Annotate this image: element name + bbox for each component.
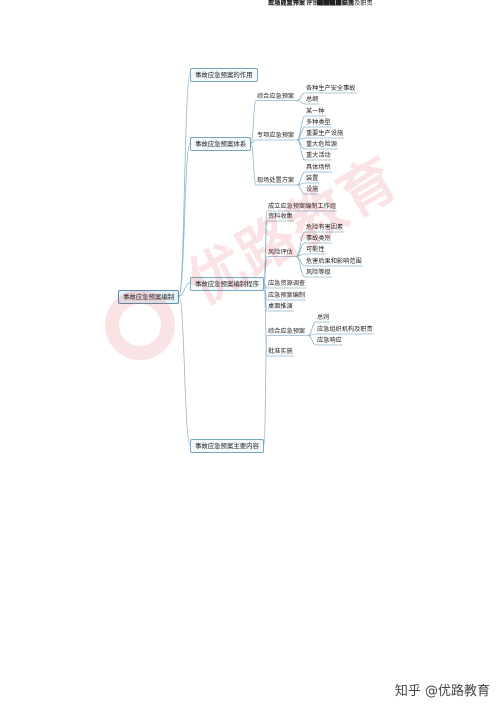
subbranch-node: 成立应急预案编制工作组 (268, 203, 337, 210)
connector-subbranch-leaf (307, 321, 317, 336)
subbranch-node: 应急预案评审 (268, 0, 306, 7)
leaf-node: 应急处置 (317, 0, 342, 7)
connector-root-branch (178, 73, 191, 297)
leaf-node: 应急响应 (317, 337, 342, 344)
leaf-node: 重大活动 (306, 152, 331, 159)
leaf-node: 总则 (317, 314, 330, 321)
leaf-node: 后期处置 (317, 0, 342, 7)
subbranch-node: 应急资源调查 (268, 280, 306, 287)
subbranch-node: 现场处置方案 (257, 177, 295, 184)
connector-root-branch (178, 282, 191, 297)
leaf-node: 总纲 (306, 96, 319, 103)
leaf-node: 各种生产安全事故 (306, 85, 356, 92)
subbranch-node: 桌面推演 (268, 303, 293, 310)
leaf-node: 事故类别 (306, 235, 331, 242)
leaf-node: 可能性 (306, 246, 325, 253)
leaf-node: 应急保障 (317, 0, 342, 7)
subbranch-node: 专项应急预案 (257, 132, 295, 139)
connector-subbranch-leaf (295, 256, 306, 278)
connector-branch-subbranch (250, 142, 257, 186)
leaf-node: 应急组织机构及职责 (317, 326, 373, 333)
connector-branch-subbranch (263, 282, 268, 357)
connector-subbranch-leaf (296, 139, 306, 161)
leaf-node: 装置 (306, 175, 319, 182)
leaf-node: 危害后果和影响范围 (306, 258, 362, 265)
connector-root-branch (178, 295, 191, 446)
leaf-node: 事故风险描述 (317, 0, 355, 7)
branch-node: 事故应急预案的作用 (190, 68, 258, 82)
leaf-node: 应急保障 (317, 0, 342, 7)
leaf-node: 多种类型 (306, 119, 331, 126)
subbranch-node: 风险评估 (268, 248, 293, 256)
leaf-node: 评审内容 (306, 0, 331, 7)
subbranch-node: 现场处置方案 (268, 0, 306, 7)
leaf-node: 应急组织机构及职责 (317, 0, 373, 7)
connector-branch-subbranch (263, 256, 268, 284)
branch-node: 事故应急预案编制程序 (190, 277, 264, 291)
leaf-node: 重要生产设施 (306, 130, 344, 137)
connector-branch-subbranch (263, 335, 268, 446)
leaf-node: 某一种 (306, 108, 325, 115)
leaf-node: 风险等级 (306, 269, 331, 276)
subbranch-node: 综合应急预案 (257, 92, 295, 100)
subbranch-node: 应急预案编制 (268, 292, 306, 299)
leaf-node: 处置措施 (317, 0, 342, 7)
footer-credit: 知乎 @优路教育 (394, 684, 490, 699)
subbranch-node: 综合应急预案 (268, 327, 306, 335)
leaf-node: 危险有害因素 (306, 224, 344, 231)
leaf-node: 设施 (306, 186, 319, 193)
connector-subbranch-leaf (296, 92, 306, 101)
connector-subbranch-leaf (295, 231, 306, 257)
connector-branch-subbranch (250, 139, 257, 144)
subbranch-node: 专项应急预案 (268, 0, 306, 7)
leaf-node: 适用范围 (317, 0, 342, 7)
leaf-node: 响应启动 (317, 0, 342, 7)
leaf-node: 具体场所 (306, 164, 331, 171)
connector-branch-subbranch (250, 100, 257, 144)
leaf-node: 应急工作职责 (317, 0, 355, 7)
leaf-node: 注意事项 (317, 0, 342, 7)
branch-node: 事故应急预案体系 (190, 137, 252, 151)
subbranch-node: 资料收集 (268, 213, 293, 220)
leaf-node: 重大危险源 (306, 141, 337, 148)
connector-subbranch-leaf (307, 335, 317, 346)
leaf-node: 评审程序 (306, 0, 331, 7)
connector-root-branch (178, 142, 191, 297)
connector-subbranch-leaf (296, 100, 306, 105)
branch-node: 事故应急预案主要内容 (190, 439, 264, 453)
connector-subbranch-leaf (296, 184, 306, 195)
subbranch-node: 批准实施 (268, 348, 293, 355)
root-node: 事故应急预案编制 (118, 290, 180, 304)
leaf-node: 评审形式 (306, 0, 331, 7)
